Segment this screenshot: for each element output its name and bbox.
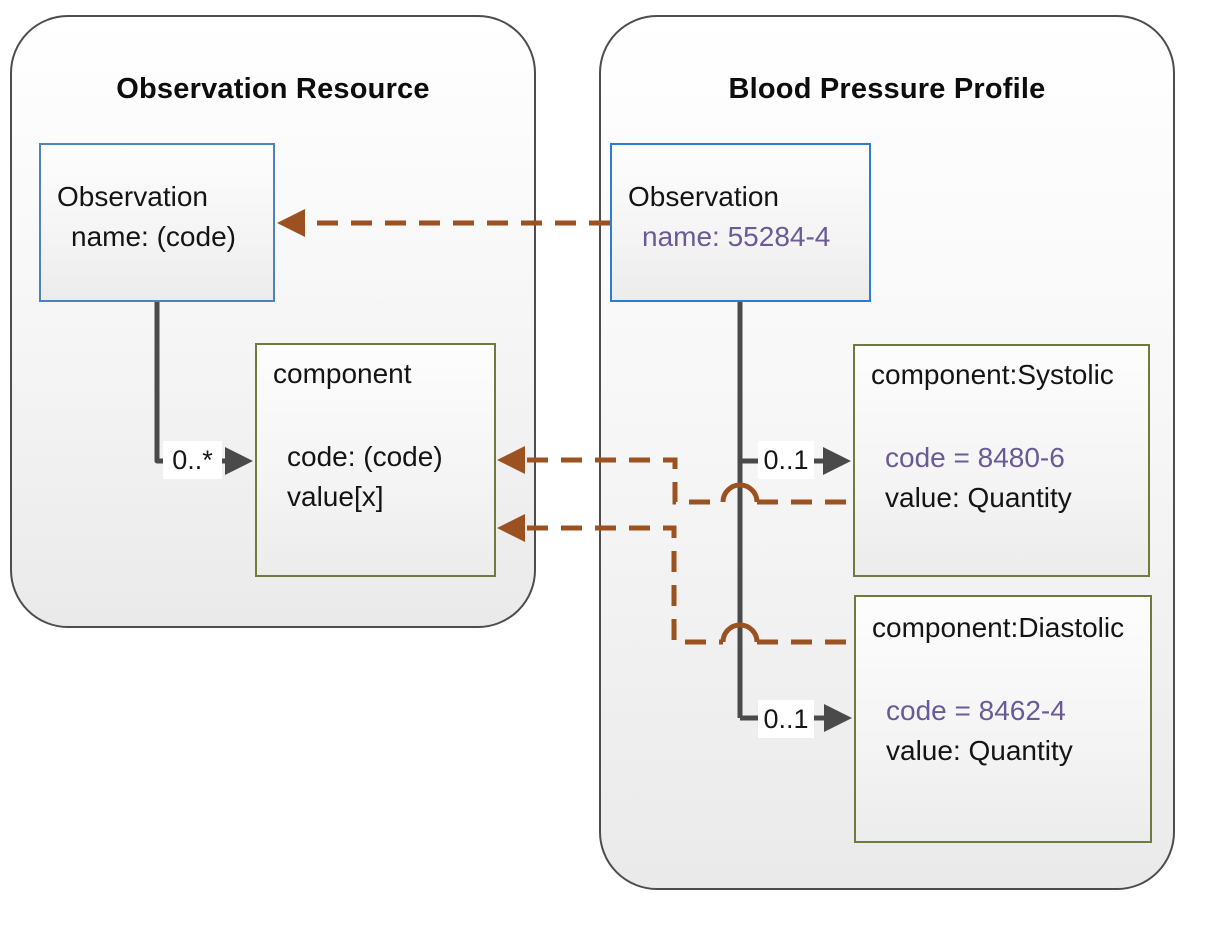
component-node-generic-code: code: (code) <box>287 441 443 472</box>
component-node-diastolic-title: component:Diastolic <box>872 612 1125 643</box>
component-node-generic-title: component <box>273 358 412 389</box>
component-node-diastolic-value: value: Quantity <box>886 735 1073 766</box>
component-node-systolic-code: code = 8480-6 <box>885 442 1065 473</box>
component-node-generic-value: value[x] <box>287 481 384 512</box>
component-node-systolic: component:Systolic code = 8480-6 value: … <box>853 344 1150 577</box>
observation-node-profile-constraint: name: 55284-4 <box>642 221 831 252</box>
observation-node-profile-name: Observation <box>628 181 779 212</box>
observation-node-generic-attr: name: (code) <box>71 221 236 252</box>
multiplicity-label-component: 0..* <box>163 441 222 479</box>
blood-pressure-profile-title: Blood Pressure Profile <box>728 73 1046 105</box>
multiplicity-label-diastolic: 0..1 <box>758 700 814 738</box>
component-node-diastolic: component:Diastolic code = 8462-4 value:… <box>854 595 1152 843</box>
component-node-diastolic-code: code = 8462-4 <box>886 695 1066 726</box>
component-node-systolic-value: value: Quantity <box>885 482 1072 513</box>
multiplicity-label-systolic: 0..1 <box>758 441 814 479</box>
observation-node-profile: Observation name: 55284-4 <box>610 143 871 302</box>
observation-node-generic: Observation name: (code) <box>39 143 275 302</box>
observation-node-generic-name: Observation <box>57 181 208 212</box>
observation-resource-title: Observation Resource <box>116 73 430 105</box>
component-node-systolic-title: component:Systolic <box>871 359 1114 390</box>
component-node-generic: component code: (code) value[x] <box>255 343 496 577</box>
